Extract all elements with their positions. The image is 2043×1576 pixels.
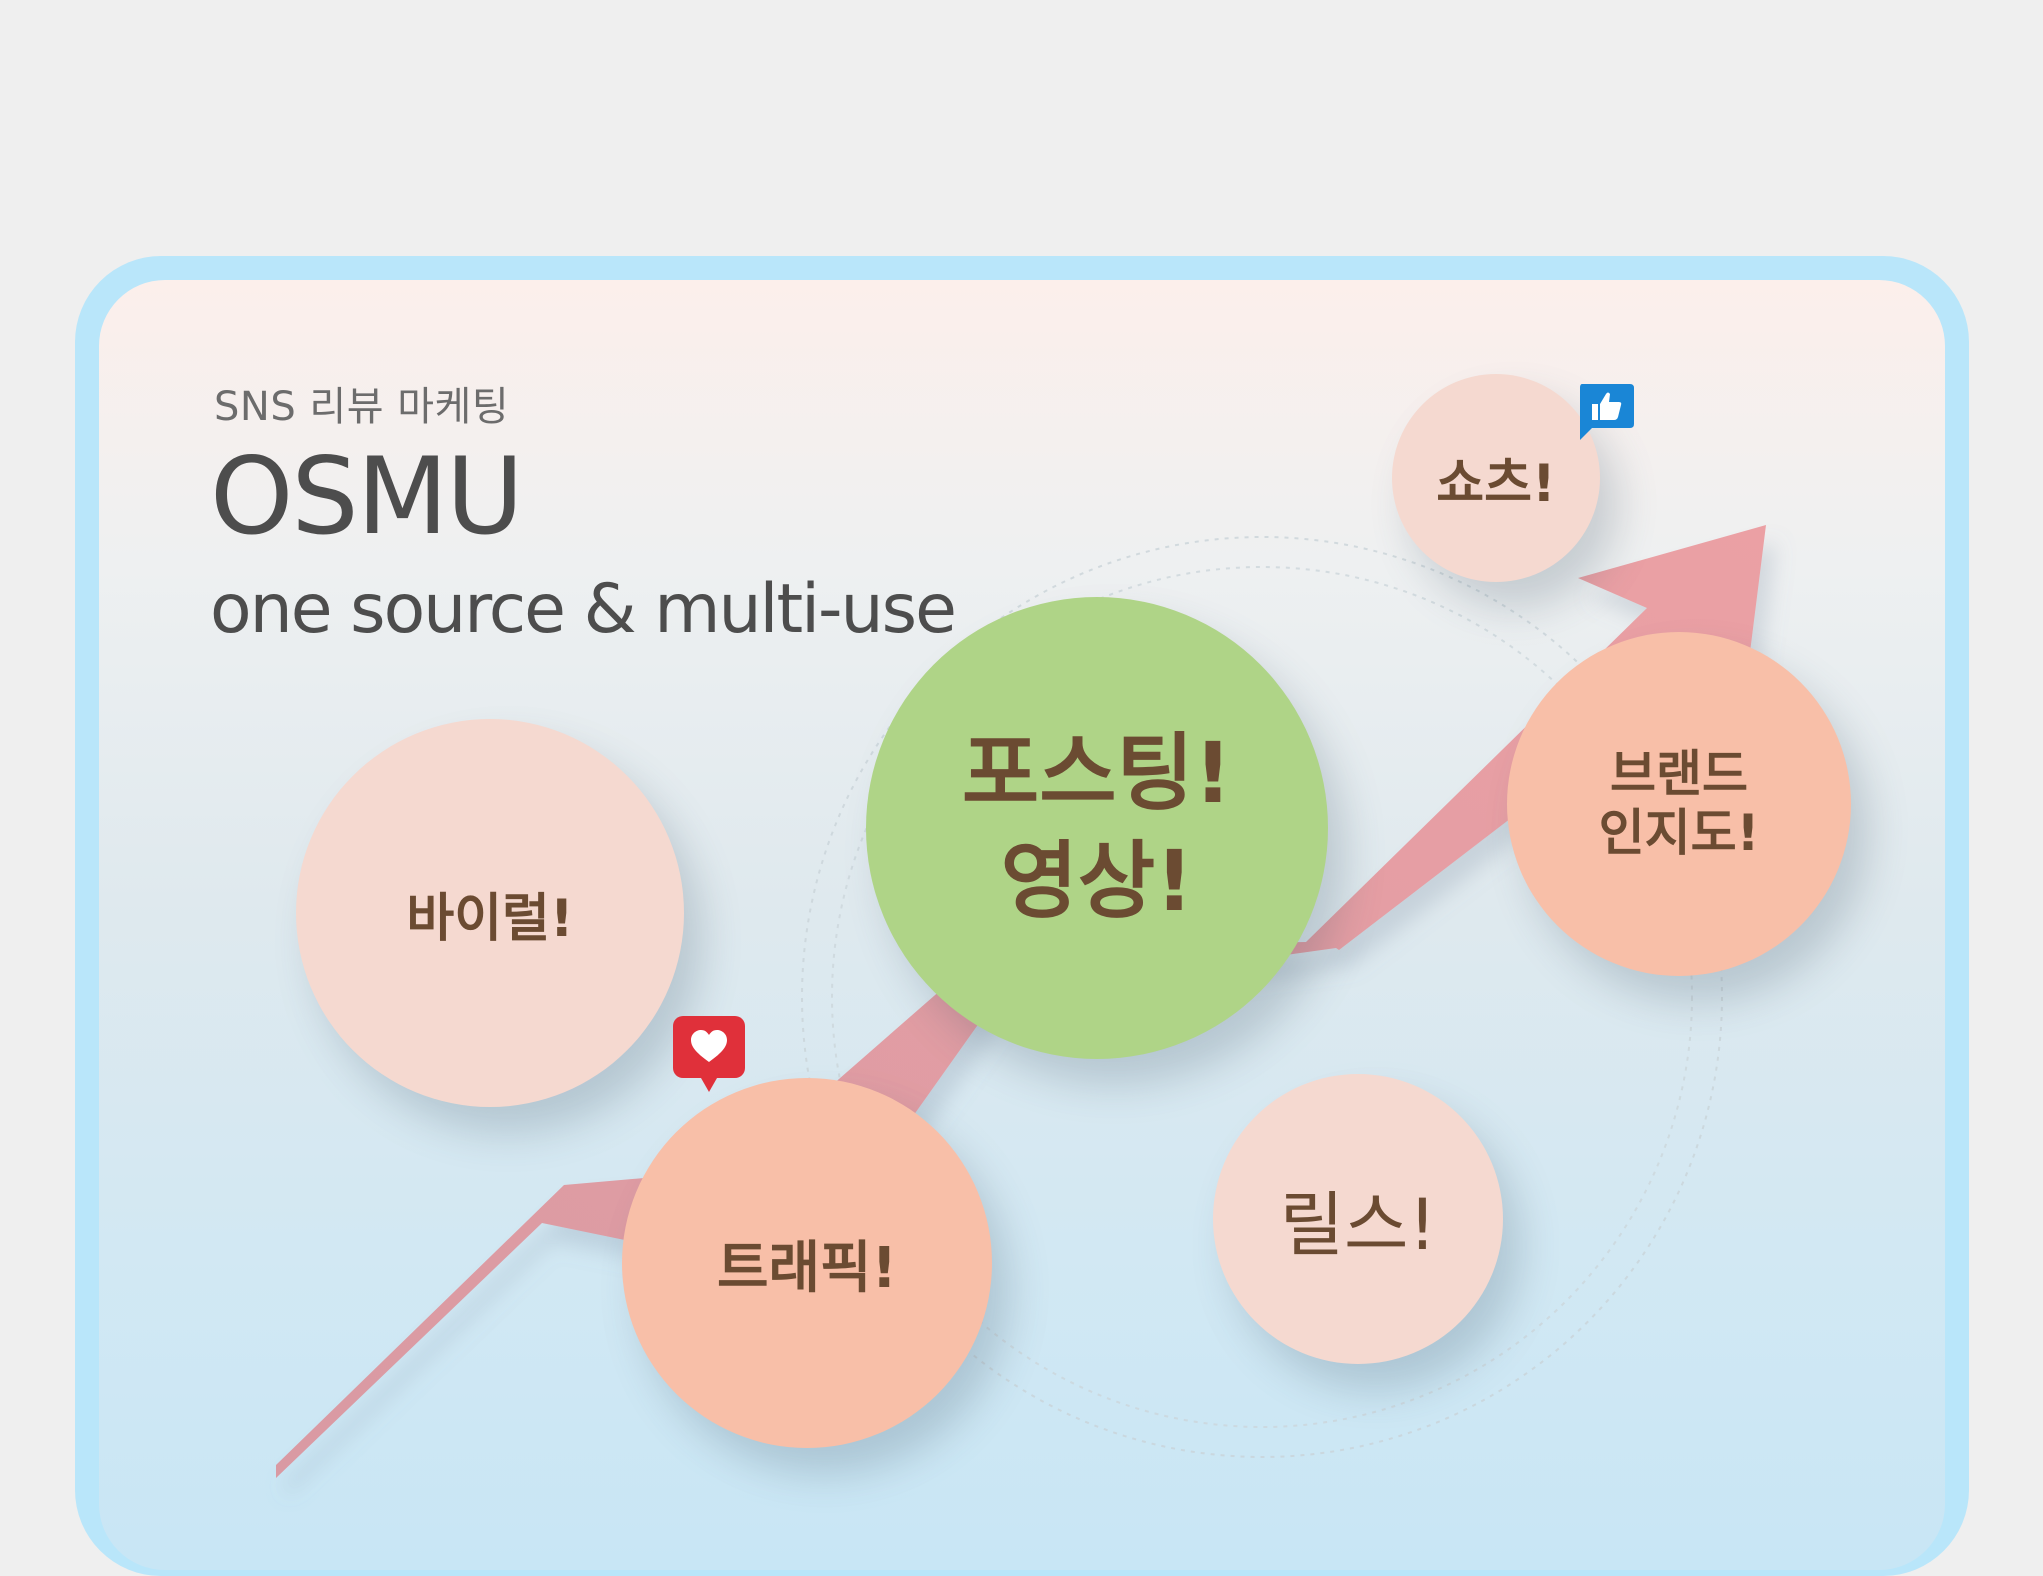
bubble-posting-video-label: 포스팅! 영상! [961,724,1233,930]
bubble-viral: 바이럴! [296,719,684,1107]
heart-icon [673,1016,745,1092]
bubble-shorts-label: 쇼츠! [1436,453,1556,514]
bubble-brand-awareness-label: 브랜드 인지도! [1598,745,1760,862]
page-subtitle: SNS 리뷰 마케팅 [214,384,510,430]
bubble-traffic-label: 트래픽! [716,1235,898,1301]
bubble-viral-label: 바이럴! [406,888,574,949]
bubble-reels-label: 릴스! [1279,1183,1437,1266]
thumbs-up-icon [1580,384,1634,440]
orbit-circle-outer [801,536,1723,1458]
infographic-panel: SNS 리뷰 마케팅 OSMU one source & multi-use 쇼… [99,280,1945,1570]
bubble-posting-video: 포스팅! 영상! [866,597,1328,1059]
page-title: OSMU [210,435,524,558]
page-tagline: one source & multi-use [210,570,957,649]
bubble-traffic: 트래픽! [622,1078,992,1448]
orbit-circle-inner [831,566,1693,1428]
bubble-brand-awareness: 브랜드 인지도! [1507,632,1851,976]
bubble-reels: 릴스! [1213,1074,1503,1364]
bubble-shorts: 쇼츠! [1392,374,1600,582]
